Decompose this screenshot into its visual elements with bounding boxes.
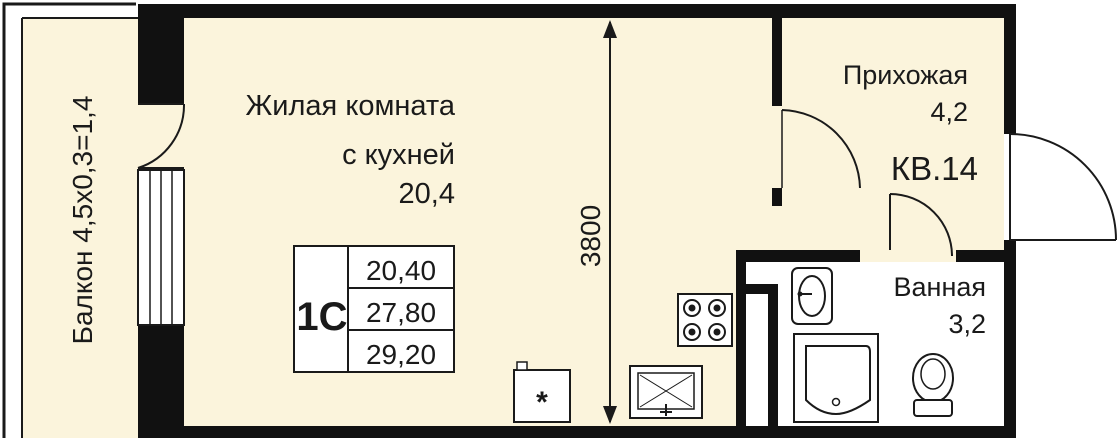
balcony-label: Балкон 4,5х0,3=1,4 (67, 96, 98, 345)
info-box: 1С 20,40 27,80 29,20 (293, 245, 455, 373)
hall-wall-upper (772, 18, 782, 106)
appliance-marker-symbol: * (536, 386, 548, 419)
info-box-row-1: 20,40 (366, 255, 436, 286)
wall-top (138, 4, 1006, 18)
balcony-door-swing (137, 103, 186, 169)
bath-area: 3,2 (948, 309, 986, 339)
dimension-value: 3800 (575, 205, 606, 267)
appliance-marker: * (513, 361, 571, 423)
hall-door-swing (781, 109, 861, 189)
stove-icon (677, 293, 733, 347)
bath-title: Ванная (894, 272, 986, 302)
balcony-outline (2, 2, 136, 438)
balcony-floor (22, 18, 138, 438)
wall-right-lower (1004, 240, 1016, 438)
kitchen-sink-icon (629, 365, 703, 419)
living-room-subtitle: с кухней (342, 139, 455, 171)
bath-wall-left (736, 250, 746, 438)
wall-right-upper (1004, 4, 1016, 134)
info-box-type: 1С (296, 295, 347, 339)
hall-wall-lower (772, 188, 782, 206)
bath-wall-inner-vertical (768, 284, 778, 438)
wall-bottom (138, 426, 1016, 438)
bath-wall-top-left (736, 250, 860, 262)
toilet-icon (912, 353, 954, 417)
info-box-row-2: 27,80 (366, 297, 436, 328)
info-box-row-3: 29,20 (366, 339, 436, 370)
hall-area: 4,2 (930, 97, 968, 127)
wall-left-upper (138, 4, 184, 104)
wall-left-lower (138, 325, 184, 438)
bath-door-swing (889, 193, 953, 257)
bath-wall-top-right (956, 250, 1004, 262)
living-room-area: 20,4 (399, 178, 455, 210)
living-room-title: Жилая комната (246, 90, 456, 122)
shower-tray-icon (793, 333, 879, 423)
hall-title: Прихожая (843, 60, 968, 90)
bathroom-sink-icon (791, 267, 833, 325)
bath-wall-inner (746, 284, 778, 294)
entrance-door-swing (1009, 133, 1117, 241)
apartment-number: КВ.14 (891, 150, 978, 187)
